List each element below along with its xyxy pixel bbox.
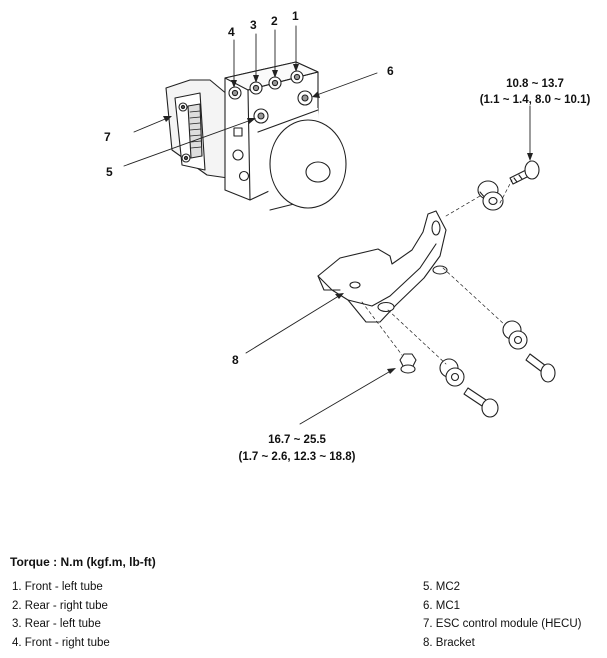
legend-title: Torque : N.m (kgf.m, lb-ft): [10, 555, 156, 569]
callout-5: 5: [106, 165, 113, 179]
lower-left-bolt: [463, 387, 499, 418]
lower-left-bushing: [439, 358, 465, 387]
lower-right-bolt: [525, 353, 556, 383]
callout-4: 4: [228, 25, 235, 39]
bracket: [317, 210, 448, 323]
bracket-nut: [399, 353, 417, 374]
upper-mount-bolt: [509, 160, 540, 185]
legend-item-5: 5. MC2: [423, 581, 461, 593]
legend-item-1: 1. Front - left tube: [12, 581, 103, 593]
legend-item-8: 8. Bracket: [423, 636, 475, 649]
torque-spec-upper-nm: 10.8 ~ 13.7: [506, 78, 564, 90]
hecu-module: [165, 79, 229, 179]
legend-column-left: 1. Front - left tube 2. Rear - right tub…: [12, 578, 110, 652]
callout-1: 1: [292, 9, 299, 23]
legend: Torque : N.m (kgf.m, lb-ft) 1. Front - l…: [10, 555, 600, 658]
legend-item-6: 6. MC1: [423, 599, 461, 612]
callout-8: 8: [232, 353, 239, 367]
legend-item-3: 3. Rear - left tube: [12, 618, 101, 630]
callout-7: 7: [104, 130, 111, 144]
legend-item-2: 2. Rear - right tube: [12, 599, 108, 612]
lower-right-bushing: [502, 320, 528, 350]
callout-3: 3: [250, 18, 257, 32]
legend-item-4: 4. Front - right tube: [12, 636, 110, 649]
torque-spec-upper-detail: (1.1 ~ 1.4, 8.0 ~ 10.1): [480, 94, 591, 106]
legend-item-7: 7. ESC control module (HECU): [423, 618, 582, 630]
callout-6: 6: [387, 64, 394, 78]
torque-spec-lower-detail: (1.7 ~ 2.6, 12.3 ~ 18.8): [239, 451, 356, 463]
callout-2: 2: [271, 14, 278, 28]
abs-esc-exploded-diagram: 1 2 3 4 5 6 7 8 10.8 ~ 13.7 (1.1 ~ 1.4, …: [104, 9, 591, 463]
legend-column-right: 5. MC2 6. MC1 7. ESC control module (HEC…: [423, 578, 582, 652]
torque-spec-lower-nm: 16.7 ~ 25.5: [268, 434, 326, 446]
upper-mount-bushing: [477, 180, 504, 211]
pump-motor: [257, 108, 347, 212]
